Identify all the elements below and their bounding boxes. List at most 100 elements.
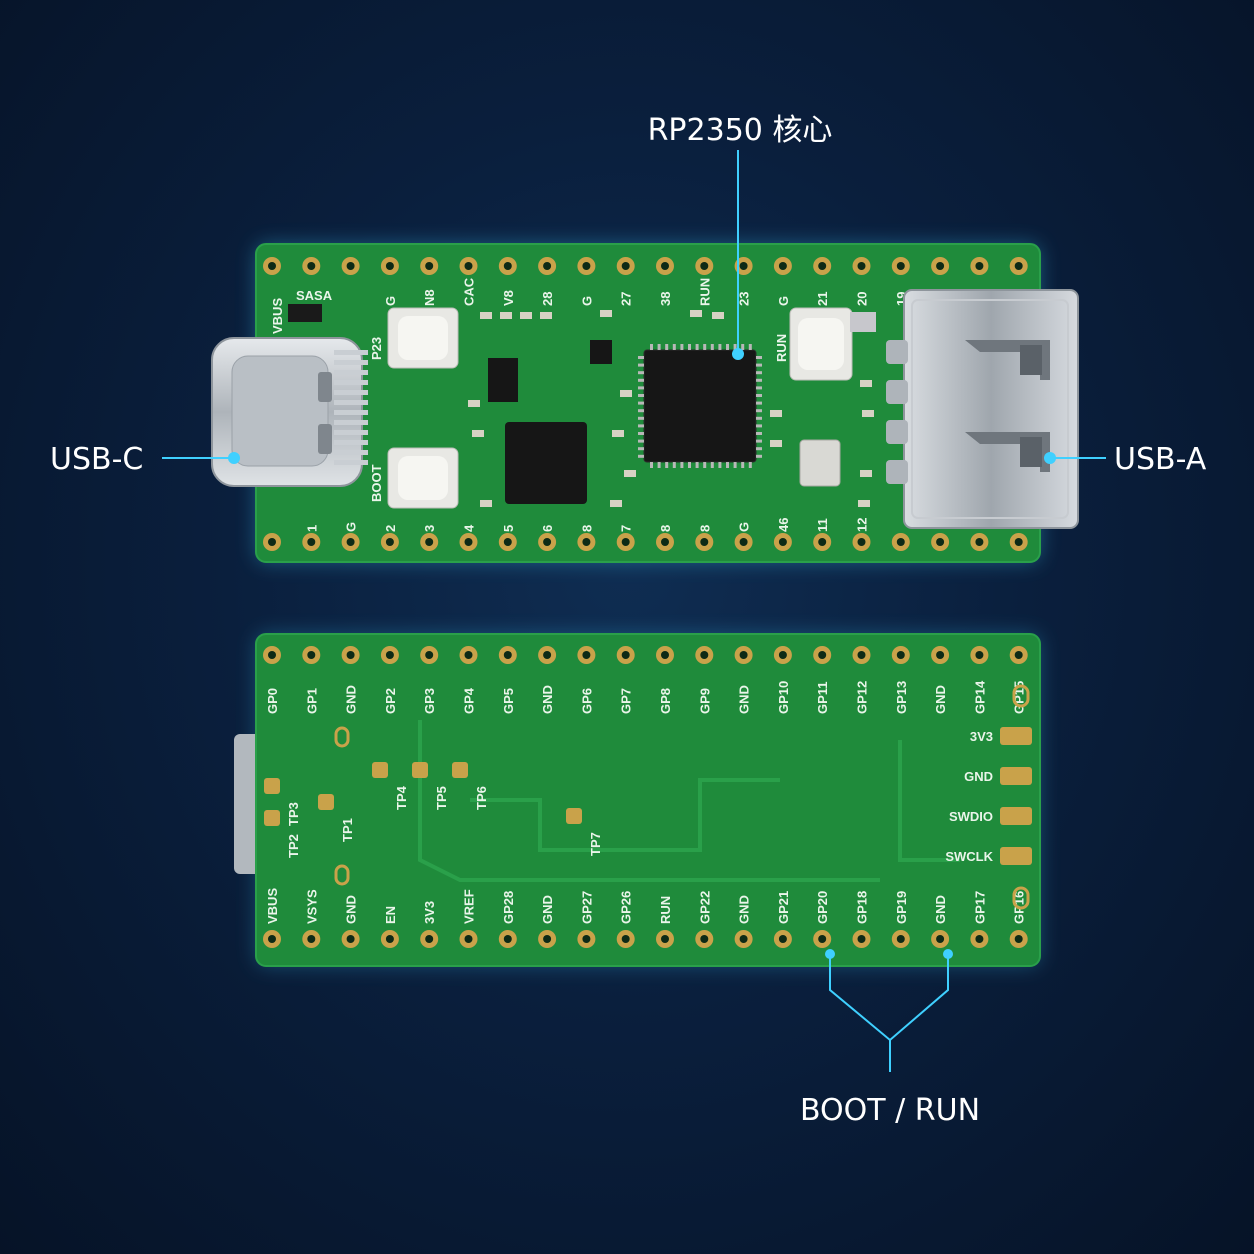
back-top-pin-label: GP11 bbox=[815, 681, 830, 714]
back-bottom-pin-label: GP22 bbox=[697, 891, 712, 924]
front-bottom-pin-hole bbox=[503, 538, 512, 546]
chip-lead bbox=[756, 447, 762, 451]
back-bottom-pin-hole bbox=[975, 935, 984, 943]
chip-lead bbox=[718, 344, 722, 350]
debug-pad bbox=[1000, 767, 1032, 785]
pcb-back bbox=[255, 633, 1041, 967]
front-bottom-pin-hole bbox=[739, 538, 748, 546]
chip-lead bbox=[638, 401, 644, 405]
chip-lead bbox=[695, 344, 699, 350]
test-point-label: TP7 bbox=[588, 832, 603, 856]
chip-lead bbox=[638, 439, 644, 443]
back-bottom-pin-label: GP26 bbox=[619, 891, 634, 924]
chip-lead bbox=[638, 454, 644, 458]
smd-component bbox=[860, 470, 872, 477]
back-top-pin-label: GND bbox=[737, 685, 752, 714]
trace-2 bbox=[418, 720, 880, 882]
usb-c-contact bbox=[334, 400, 368, 405]
smd-component bbox=[862, 410, 874, 417]
chip-lead bbox=[680, 344, 684, 350]
usb-c-contact bbox=[334, 440, 368, 445]
back-top-pin-hole bbox=[464, 651, 473, 659]
front-top-pin-hole bbox=[936, 262, 945, 270]
usb-a-connector bbox=[886, 289, 1079, 529]
front-top-pin-hole bbox=[1014, 262, 1023, 270]
chip-lead bbox=[726, 344, 729, 350]
chip-lead bbox=[650, 462, 653, 468]
back-bottom-pin-hole bbox=[464, 935, 473, 943]
back-bottom-pin-label: VBUS bbox=[265, 888, 280, 924]
front-bottom-pin-hole bbox=[307, 538, 316, 546]
back-top-pin-label: GP8 bbox=[658, 688, 673, 714]
front-top-pin-label: RUN bbox=[697, 278, 712, 306]
front-top-pin-hole bbox=[818, 262, 827, 270]
chip-lead bbox=[756, 409, 762, 413]
chip-lead bbox=[748, 344, 752, 350]
test-point-pad bbox=[372, 762, 388, 778]
chip-lead bbox=[703, 344, 707, 350]
back-bottom-pin-hole bbox=[1014, 935, 1023, 943]
flash-chip bbox=[505, 422, 587, 504]
chip-lead bbox=[756, 416, 762, 420]
usb-c-contact bbox=[334, 410, 368, 415]
silk-boot: BOOT bbox=[369, 464, 384, 502]
chip-lead bbox=[638, 409, 644, 413]
usb-c-contact bbox=[334, 350, 368, 355]
chip-lead bbox=[672, 344, 676, 350]
back-bottom-pin-label: VREF bbox=[462, 889, 477, 924]
back-top-pin-label: GP12 bbox=[855, 681, 870, 714]
usb-c-contact bbox=[334, 430, 368, 435]
chip-lead bbox=[756, 356, 762, 359]
label-rp2350: RP2350 核心 bbox=[648, 113, 833, 148]
smd-component bbox=[770, 440, 782, 447]
front-top-pin-hole bbox=[346, 262, 355, 270]
front-top-pin-hole bbox=[385, 262, 394, 270]
front-bottom-pin-hole bbox=[661, 538, 669, 546]
front-top-pin-hole bbox=[307, 262, 316, 270]
boot-button-lower[interactable] bbox=[398, 456, 448, 500]
chip-lead bbox=[672, 462, 676, 468]
back-bottom-pin-label: GP27 bbox=[579, 891, 594, 924]
back-top-pin-hole bbox=[621, 651, 630, 659]
usb-c-contact bbox=[334, 460, 368, 465]
back-top-pin-label: GP14 bbox=[972, 680, 987, 714]
smd-component bbox=[860, 380, 872, 387]
smd-component bbox=[480, 500, 492, 507]
boot-button[interactable] bbox=[398, 316, 448, 360]
front-bottom-pin-hole bbox=[582, 538, 591, 546]
back-top-pin-hole bbox=[346, 651, 355, 659]
back-top-pin-hole bbox=[975, 651, 984, 659]
chip-lead bbox=[710, 462, 714, 468]
back-top-pin-label: GP4 bbox=[462, 687, 477, 714]
back-bottom-pin-hole bbox=[661, 935, 669, 943]
front-bottom-pin-label: 8 bbox=[697, 525, 712, 532]
front-top-pin-label: G bbox=[776, 296, 791, 306]
trace bbox=[470, 778, 780, 852]
chip-lead bbox=[756, 378, 762, 382]
debug-pad-label: SWDIO bbox=[949, 809, 993, 824]
back-top-pin-label: GP0 bbox=[265, 688, 280, 714]
back-top-pin-label: GND bbox=[540, 685, 555, 714]
usb-c-contact bbox=[334, 390, 368, 395]
back-bottom-pin-label: GP20 bbox=[815, 891, 830, 924]
silk-sasa: SASA bbox=[296, 288, 333, 303]
chip-lead bbox=[695, 462, 699, 468]
back-bottom-pin-hole bbox=[307, 935, 316, 943]
back-bottom-pin-label: GP19 bbox=[894, 891, 909, 924]
smd-component bbox=[712, 312, 724, 319]
chip-lead bbox=[756, 439, 762, 443]
test-point-pad bbox=[318, 794, 334, 810]
back-bottom-pin-label: RUN bbox=[658, 896, 673, 924]
chip-lead bbox=[756, 454, 762, 458]
usb-c-contact bbox=[334, 420, 368, 425]
front-bottom-pin-label: 6 bbox=[540, 525, 555, 532]
label-boot-run: BOOT / RUN bbox=[800, 1093, 980, 1128]
front-top-pin-label: 20 bbox=[855, 292, 870, 306]
run-button[interactable] bbox=[798, 318, 844, 370]
usb-c-contact bbox=[334, 370, 368, 375]
small-ic bbox=[590, 340, 612, 364]
chip-lead bbox=[756, 363, 762, 367]
debug-pad-label: 3V3 bbox=[970, 729, 993, 744]
